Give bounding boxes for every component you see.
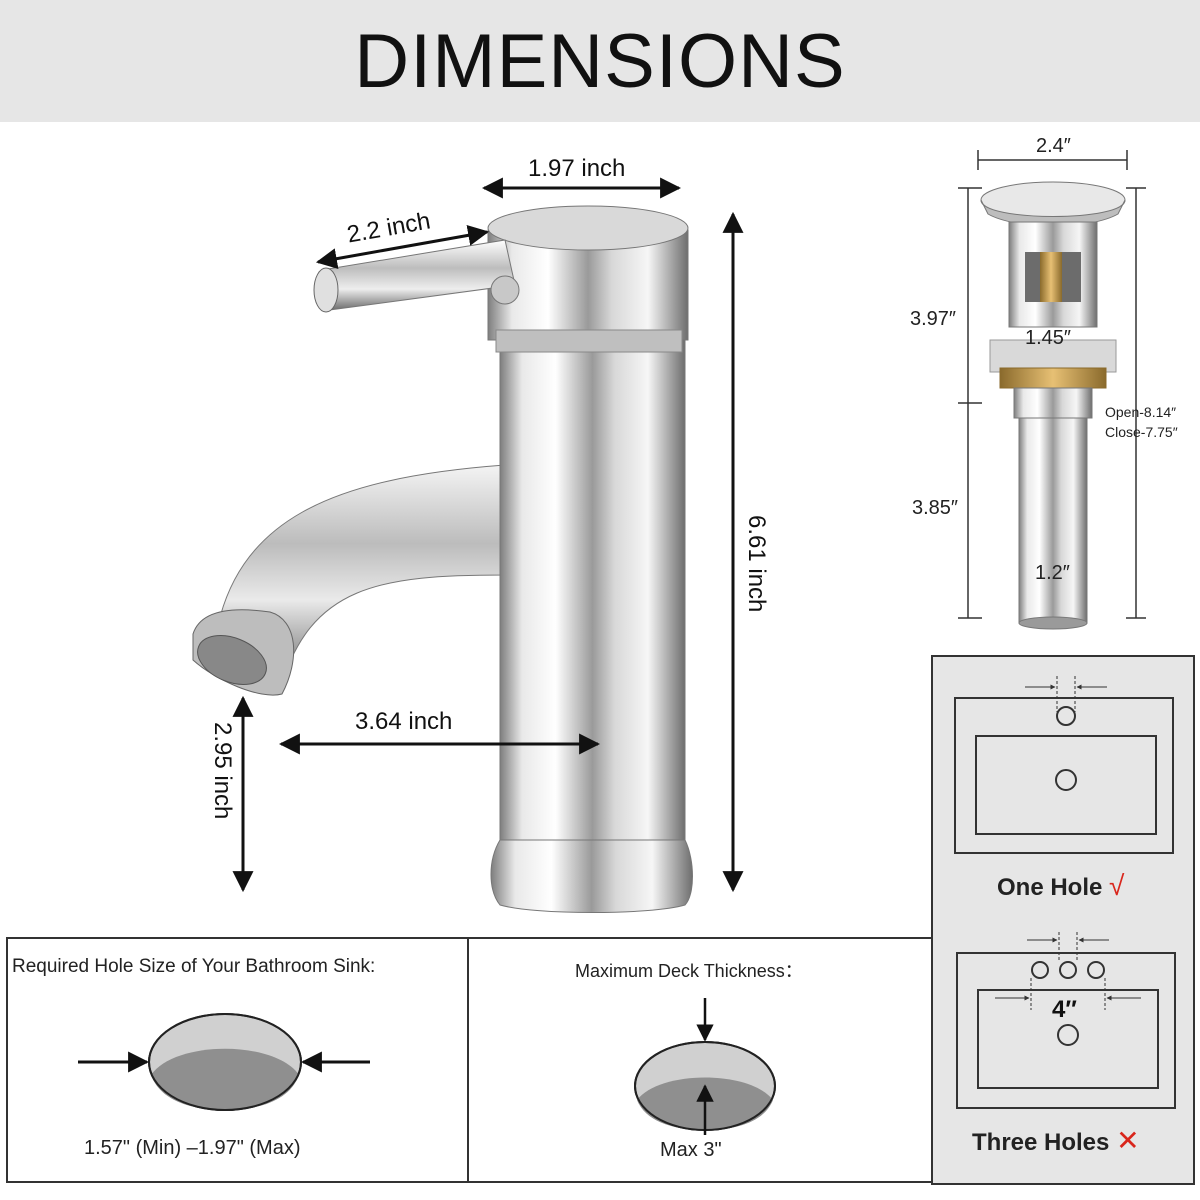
three-holes-label: Three Holes <box>972 1129 1110 1156</box>
cross-icon: ✕ <box>1116 1125 1140 1156</box>
drain-total-close-label: Close-7.75″ <box>1105 424 1178 440</box>
one-hole-caption: One Hole √ <box>997 870 1124 902</box>
check-icon: √ <box>1109 870 1125 901</box>
header-band: DIMENSIONS <box>0 0 1200 122</box>
three-holes-spacing-label: 4″ <box>1052 996 1077 1023</box>
sink-types-panel <box>931 655 1195 1185</box>
drain-lower-diameter-label: 1.2″ <box>1035 562 1070 584</box>
faucet-spout-height-label: 2.95 inch <box>209 722 236 820</box>
faucet-height-label: 6.61 inch <box>743 515 770 613</box>
faucet-spout-reach-label: 3.64 inch <box>355 708 453 735</box>
three-holes-caption: Three Holes ✕ <box>972 1124 1140 1157</box>
hole-size-caption: Required Hole Size of Your Bathroom Sink… <box>12 956 376 977</box>
hole-size-range: 1.57" (Min) –1.97" (Max) <box>84 1137 301 1159</box>
page-title: DIMENSIONS <box>354 19 846 104</box>
faucet-top-width-label: 1.97 inch <box>528 155 626 182</box>
drain-total-open-label: Open-8.14″ <box>1105 404 1177 420</box>
drain-upper-diameter-label: 1.45″ <box>1025 327 1072 349</box>
deck-thickness-caption: Maximum Deck Thickness： <box>575 961 803 981</box>
pop-up-drain <box>958 150 1146 630</box>
faucet <box>192 205 693 913</box>
deck-thickness-max: Max 3" <box>660 1139 722 1161</box>
faucet-dimension-lines <box>232 177 744 893</box>
drain-lower-height-label: 3.85″ <box>912 497 959 519</box>
drain-upper-height-label: 3.97″ <box>910 308 957 330</box>
bottom-info-boxes <box>6 937 933 1183</box>
drain-cap-width-label: 2.4″ <box>1036 135 1071 157</box>
one-hole-label: One Hole <box>997 874 1103 901</box>
